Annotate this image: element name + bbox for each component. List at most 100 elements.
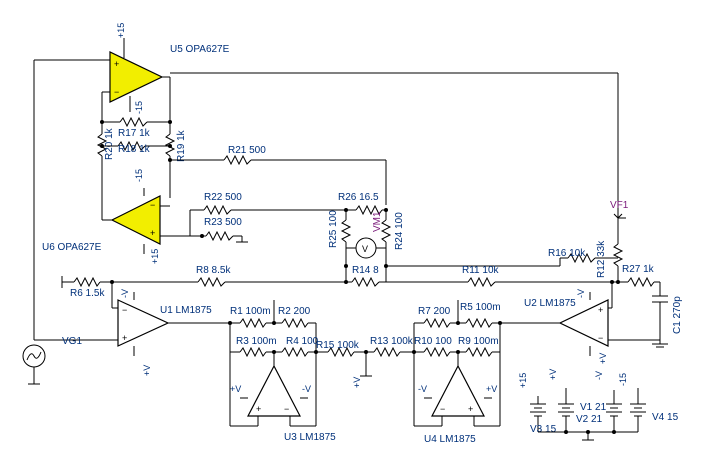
battery-v3[interactable] <box>530 396 546 432</box>
svg-text:+: + <box>256 404 261 414</box>
label-u2: U2 LM1875 <box>524 298 576 309</box>
resistor-r18[interactable] <box>102 140 170 152</box>
resistor-r5[interactable] <box>458 317 500 329</box>
resistor-r21[interactable] <box>170 154 387 205</box>
battery-v4[interactable] <box>630 388 646 432</box>
pin-v4-minus15: -15 <box>618 373 628 386</box>
pin-u6-v-neg: -15 <box>134 169 144 182</box>
pin-v1-minus-v: -V <box>594 371 604 380</box>
label-r22: R22 500 <box>204 192 242 203</box>
label-v4: V4 15 <box>652 412 679 423</box>
meter-symbol: V <box>362 244 368 254</box>
pin-v2-plus-v: +V <box>548 369 558 380</box>
label-vg1: VG1 <box>62 336 82 347</box>
resistor-r1[interactable] <box>230 317 274 329</box>
resistor-r25[interactable] <box>340 210 352 266</box>
label-r1: R1 100m <box>230 306 271 317</box>
label-r7: R7 200 <box>418 306 451 317</box>
pin-u6-v-pos: +15 <box>150 249 160 264</box>
battery-v1[interactable] <box>606 390 622 432</box>
resistor-r6[interactable] <box>61 276 112 288</box>
resistor-r22[interactable] <box>190 204 346 216</box>
label-r23: R23 500 <box>204 217 242 228</box>
resistor-r27[interactable] <box>624 276 660 288</box>
resistor-r17[interactable] <box>102 116 170 128</box>
amp-u4[interactable]: − + <box>431 364 485 417</box>
label-u1: U1 LM1875 <box>160 305 212 316</box>
label-r27: R27 1k <box>622 264 655 275</box>
label-u6: U6 OPA627E <box>42 242 102 253</box>
label-r18: R18 1k <box>118 144 151 155</box>
amp-u3[interactable]: + − <box>247 364 301 417</box>
svg-text:+: + <box>468 404 473 414</box>
label-r16: R16 10k <box>548 248 586 259</box>
pin-v3-plus15: +15 <box>518 373 528 388</box>
svg-text:+: + <box>114 59 119 69</box>
label-r3: R3 100m <box>236 336 277 347</box>
pin-u3-v-pos: +V <box>230 384 241 394</box>
resistor-r26[interactable] <box>346 204 386 216</box>
label-vm1: VM1 <box>372 211 383 232</box>
battery-v2[interactable] <box>558 388 574 432</box>
voltmeter-vm1[interactable]: V <box>346 237 386 259</box>
resistor-r2[interactable] <box>274 317 316 329</box>
label-r24: R24 100 <box>394 212 405 250</box>
svg-text:−: − <box>150 200 155 210</box>
label-r21: R21 500 <box>228 145 266 156</box>
svg-text:+: + <box>122 333 127 343</box>
label-v1: V1 21 <box>580 402 607 413</box>
svg-text:+: + <box>150 228 155 238</box>
label-r5: R5 100m <box>460 302 501 313</box>
ground-r23 <box>236 236 248 243</box>
resistor-r8[interactable] <box>112 276 346 288</box>
label-vf1: VF1 <box>610 200 629 211</box>
pin-u1-v-pos: +V <box>142 365 152 376</box>
resistor-r20[interactable] <box>96 128 108 168</box>
label-r15: R15 100k <box>316 340 360 351</box>
resistor-r23[interactable] <box>190 230 242 242</box>
resistor-r10[interactable] <box>414 346 458 358</box>
svg-text:−: − <box>440 404 445 414</box>
label-r4: R4 100 <box>286 336 319 347</box>
pin-u2-v-pos: +V <box>598 353 608 364</box>
svg-text:−: − <box>114 87 119 97</box>
resistor-r24[interactable] <box>380 210 392 266</box>
resistor-r13[interactable] <box>366 346 414 358</box>
resistor-r4[interactable] <box>274 346 316 358</box>
label-r12: R12 33k <box>596 240 607 278</box>
label-v3: V3 15 <box>530 424 557 435</box>
label-v2: V2 21 <box>576 414 603 425</box>
svg-text:−: − <box>598 333 603 343</box>
label-r26: R26 16.5 <box>338 192 379 203</box>
label-r13: R13 100k <box>370 336 414 347</box>
resistor-r16[interactable] <box>560 252 618 264</box>
opamp-u5[interactable]: + − <box>109 51 164 103</box>
amp-u2[interactable]: + − <box>558 299 609 347</box>
label-r14: R14 8 <box>352 265 379 276</box>
resistor-r12[interactable] <box>612 218 624 282</box>
label-r19: R19 1k <box>176 129 187 162</box>
pin-u4-v-pos: +V <box>486 384 497 394</box>
label-u3: U3 LM1875 <box>284 432 336 443</box>
opamp-u6[interactable]: − + <box>110 195 161 245</box>
pin-u5-v-pos: +15 <box>116 23 126 38</box>
resistor-r11[interactable] <box>386 276 612 288</box>
pin-u5-v-neg: -15 <box>134 101 144 114</box>
amp-u1[interactable]: − + <box>117 299 170 347</box>
label-r25: R25 100 <box>328 210 339 248</box>
probe-vf1[interactable] <box>613 210 626 219</box>
label-r11: R11 10k <box>462 265 500 276</box>
resistor-r9[interactable] <box>458 346 500 358</box>
label-r10: R10 100 <box>414 336 452 347</box>
label-c1: C1 270p <box>672 296 683 334</box>
capacitor-c1[interactable] <box>652 282 668 344</box>
label-u5: U5 OPA627E <box>170 44 230 55</box>
resistor-r7[interactable] <box>414 317 458 329</box>
resistor-r3[interactable] <box>230 346 274 358</box>
pin-u1-v-neg: -V <box>120 289 130 298</box>
resistor-r19[interactable] <box>164 128 176 198</box>
label-r9: R9 100m <box>458 336 499 347</box>
signal-source-vg1[interactable] <box>22 344 46 368</box>
